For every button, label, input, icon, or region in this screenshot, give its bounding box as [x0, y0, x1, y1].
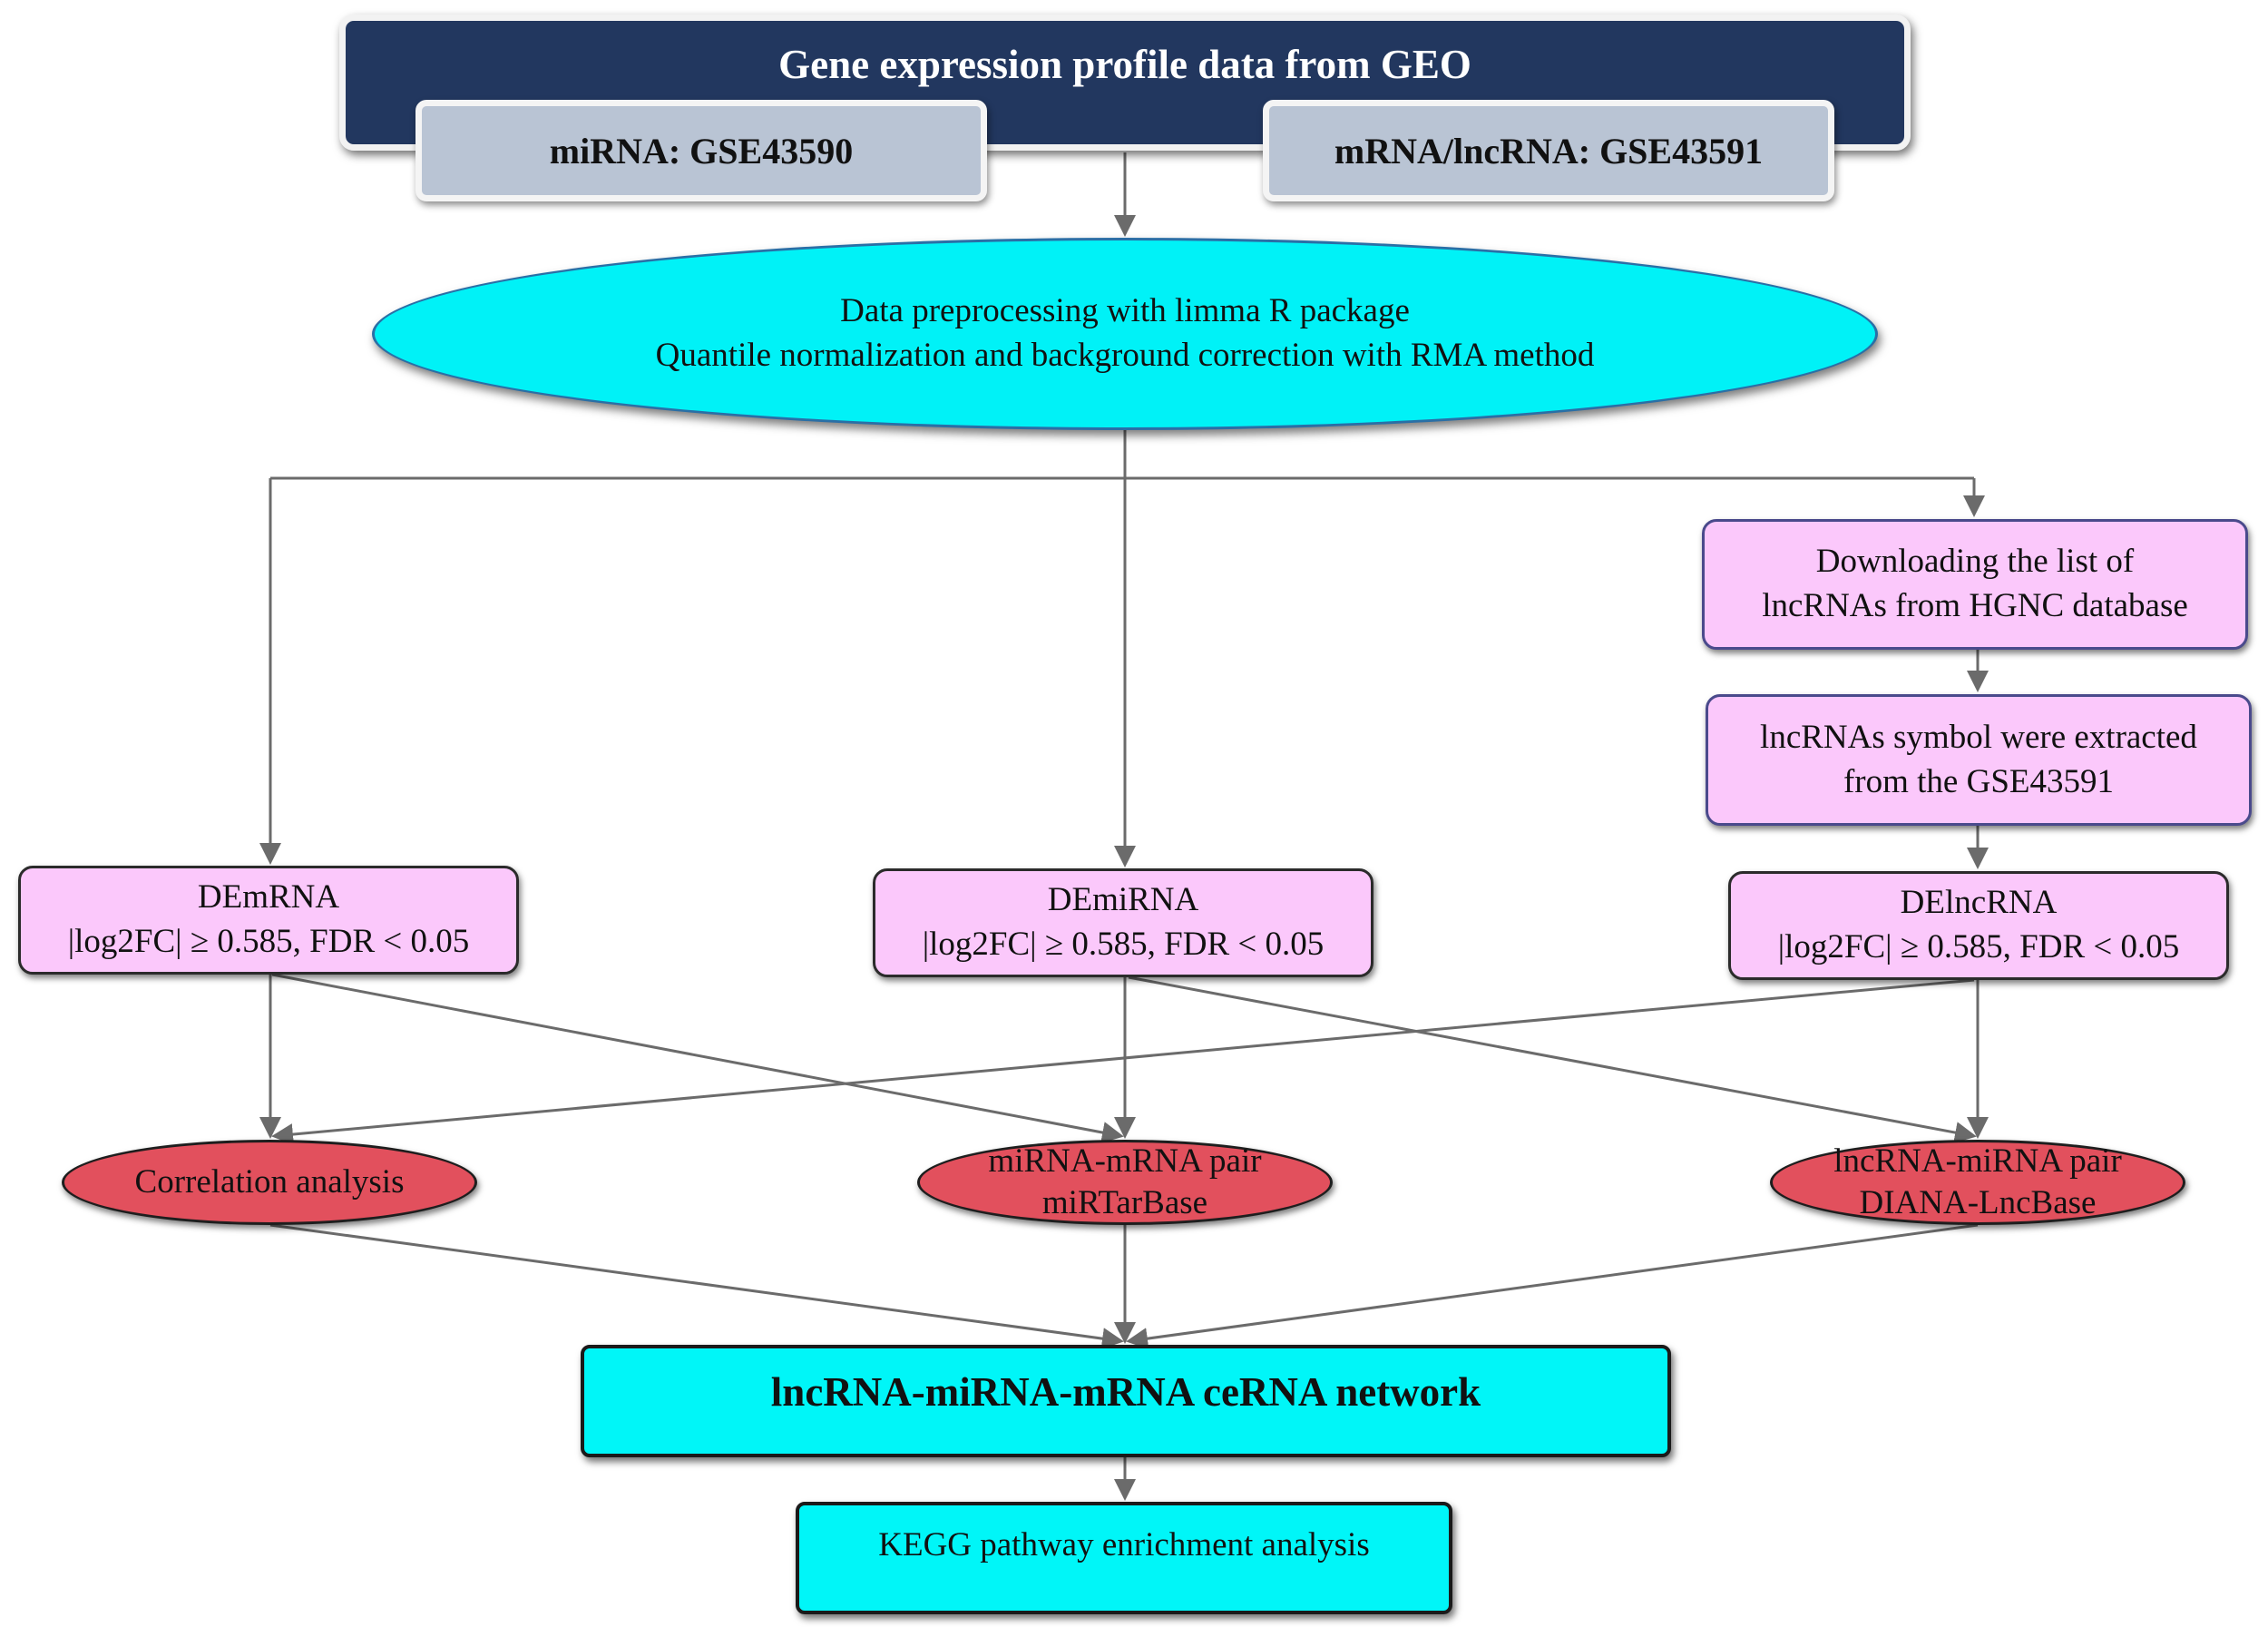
correlation-analysis-oval: Correlation analysis — [62, 1140, 477, 1225]
lncrna-symbol-line-1: lncRNAs symbol were extracted — [1760, 718, 2197, 756]
lncrna-mirna-pair-line-1: lncRNA-miRNA pair — [1833, 1142, 2122, 1180]
demirna-criteria: |log2FC| ≥ 0.585, FDR < 0.05 — [922, 926, 1325, 963]
mirna-mrna-pair-oval: miRNA-mRNA pair miRTarBase — [917, 1140, 1333, 1225]
delncrna-title: DElncRNA — [1900, 884, 2058, 922]
cerna-network-box: lncRNA-miRNA-mRNA ceRNA network — [581, 1345, 1671, 1457]
demrna-box: DEmRNA |log2FC| ≥ 0.585, FDR < 0.05 — [18, 866, 519, 975]
delncrna-criteria: |log2FC| ≥ 0.585, FDR < 0.05 — [1777, 928, 2180, 965]
demirna-title: DEmiRNA — [1047, 881, 1199, 919]
lncrna-symbol-box: lncRNAs symbol were extracted from the G… — [1706, 694, 2252, 826]
lncrna-symbol-line-2: from the GSE43591 — [1843, 762, 2115, 800]
hgnc-download-line-2: lncRNAs from HGNC database — [1762, 587, 2188, 624]
mirna-series-box: miRNA: GSE43590 — [415, 100, 987, 201]
geo-data-title: Gene expression profile data from GEO — [778, 42, 1471, 87]
lncrna-mirna-pair-oval: lncRNA-miRNA pair DIANA-LncBase — [1770, 1140, 2185, 1225]
hgnc-download-line-1: Downloading the list of — [1815, 543, 2135, 581]
mirna-mrna-pair-line-1: miRNA-mRNA pair — [988, 1142, 1262, 1180]
hgnc-download-box: Downloading the list of lncRNAs from HGN… — [1702, 519, 2248, 650]
mirna-series-label: miRNA: GSE43590 — [549, 130, 854, 172]
correlation-analysis-label: Correlation analysis — [134, 1162, 405, 1201]
mirna-mrna-pair-line-2: miRTarBase — [1041, 1184, 1208, 1221]
kegg-analysis-box: KEGG pathway enrichment analysis — [796, 1502, 1452, 1614]
demirna-box: DEmiRNA |log2FC| ≥ 0.585, FDR < 0.05 — [873, 868, 1374, 977]
demrna-criteria: |log2FC| ≥ 0.585, FDR < 0.05 — [67, 923, 470, 960]
mrna-lncrna-series-box: mRNA/lncRNA: GSE43591 — [1263, 100, 1834, 201]
mrna-lncrna-series-label: mRNA/lncRNA: GSE43591 — [1334, 130, 1764, 172]
delncrna-box: DElncRNA |log2FC| ≥ 0.585, FDR < 0.05 — [1728, 871, 2229, 980]
kegg-analysis-label: KEGG pathway enrichment analysis — [878, 1526, 1370, 1563]
preprocessing-line-2: Quantile normalization and background co… — [655, 337, 1595, 374]
cerna-network-label: lncRNA-miRNA-mRNA ceRNA network — [770, 1369, 1481, 1415]
demrna-title: DEmRNA — [197, 878, 340, 916]
preprocessing-line-1: Data preprocessing with limma R package — [840, 292, 1410, 330]
lncrna-mirna-pair-line-2: DIANA-LncBase — [1859, 1184, 2097, 1221]
preprocessing-ellipse: Data preprocessing with limma R package … — [372, 238, 1878, 430]
